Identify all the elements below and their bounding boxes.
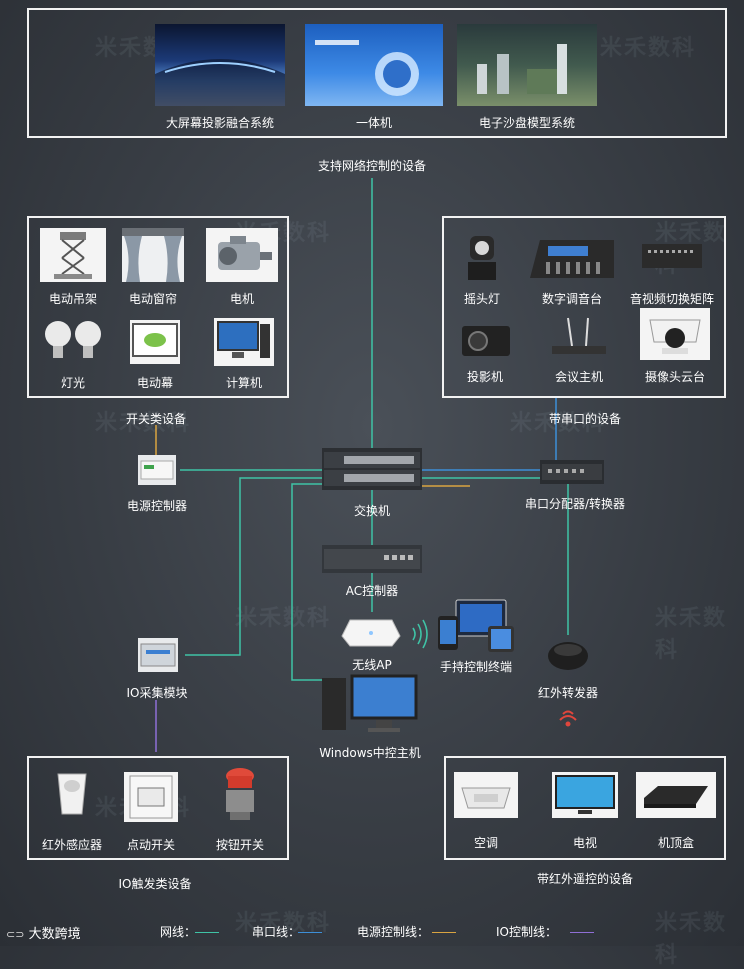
handheld-terminal-image (436, 598, 516, 654)
watermark: 米禾数科 (95, 411, 192, 436)
net-line-io (185, 477, 322, 656)
network-switch-image (322, 448, 422, 490)
wifi-icon (412, 619, 428, 649)
serial-item-label: 会议主机 (554, 370, 603, 384)
ir-group-label: 带红外遥控的设备 (536, 872, 633, 886)
network-group-label: 支持网络控制的设备 (317, 159, 426, 173)
network-item-label: 一体机 (355, 116, 392, 130)
push-switch-image (124, 772, 178, 822)
mixer-image (526, 236, 618, 282)
av-matrix-image (640, 238, 704, 274)
io-item-label: 点动开关 (126, 838, 175, 852)
ir-sensor-image (52, 768, 92, 820)
wireless-ap-label: 无线AP (352, 658, 392, 672)
io-group-label: IO触发类设备 (118, 877, 192, 891)
ir-devices-box (444, 756, 726, 860)
io-module-image (138, 638, 178, 672)
serial-splitter-image (540, 460, 604, 484)
serial-item-label: 数字调音台 (541, 292, 602, 306)
serial-item-label: 摇头灯 (463, 292, 500, 306)
windows-host-image (320, 672, 420, 736)
io-item-label: 红外感应器 (41, 838, 102, 852)
ir-item-label: 机顶盒 (657, 836, 694, 850)
watermark: 米禾数科 (510, 411, 607, 436)
legend-network: 网线： (160, 925, 197, 939)
network-switch-label: 交换机 (353, 504, 390, 518)
ac-controller-label: AC控制器 (345, 584, 399, 598)
air-conditioner-image (454, 772, 518, 818)
light-bulb-icon (40, 316, 106, 366)
network-item-label: 大屏幕投影融合系统 (165, 116, 274, 130)
brand-logo: ⊂⊃ 大数跨境 (6, 923, 81, 942)
ir-signal-icon (559, 710, 577, 727)
ptz-camera-image (640, 308, 710, 360)
all-in-one-image (305, 24, 443, 106)
sand-table-image (457, 24, 597, 106)
switch-devices-box (27, 216, 289, 398)
moving-head-light-image (462, 232, 502, 284)
power-controller-image (138, 455, 176, 485)
ir-forwarder-image (545, 636, 591, 674)
net-line-windows (291, 483, 322, 681)
switch-item-label: 计算机 (225, 376, 262, 390)
ir-item-label: 电视 (572, 836, 597, 850)
ac-controller-image (322, 545, 422, 573)
legend-network-swatch (195, 932, 219, 933)
conference-host-image (548, 314, 610, 358)
motor-image (206, 228, 278, 282)
ir-forwarder-label: 红外转发器 (537, 686, 598, 700)
legend-serial-swatch (298, 932, 322, 933)
serial-item-label: 投影机 (466, 370, 503, 384)
electric-screen-image (130, 320, 180, 364)
switch-item-label: 灯光 (60, 376, 85, 390)
watermark: 米禾数科 (235, 911, 332, 936)
switch-item-label: 电动幕 (136, 376, 173, 390)
network-devices-box (27, 8, 727, 138)
legend-power-swatch (432, 932, 456, 933)
switch-item-label: 电动吊架 (48, 292, 97, 306)
watermark: 米禾数科 (655, 606, 728, 663)
handheld-terminal-label: 手持控制终端 (439, 660, 512, 674)
io-module-label: IO采集模块 (126, 686, 188, 700)
set-top-box-image (636, 772, 716, 818)
io-devices-box (27, 756, 289, 860)
legend-io: IO控制线： (496, 925, 557, 939)
serial-group-label: 带串口的设备 (548, 412, 621, 426)
power-controller-label: 电源控制器 (126, 499, 187, 513)
serial-item-label: 摄像头云台 (644, 370, 705, 384)
brand-name: 大数跨境 (28, 927, 81, 942)
legend-serial: 串口线： (252, 925, 301, 939)
watermark: 米禾数科 (600, 36, 697, 61)
legend-io-swatch (570, 932, 594, 933)
tv-image (552, 772, 618, 818)
network-item-label: 电子沙盘模型系统 (478, 116, 575, 130)
serial-splitter-label: 串口分配器/转换器 (524, 497, 626, 511)
brand-mark-icon: ⊂⊃ (6, 928, 25, 941)
legend-power: 电源控制线： (357, 925, 430, 939)
switch-group-label: 开关类设备 (125, 412, 186, 426)
switch-item-label: 电机 (229, 292, 254, 306)
projector-image (458, 320, 514, 360)
watermark: 米禾数科 (235, 606, 332, 631)
button-switch-image (216, 764, 264, 824)
electric-curtain-image (122, 228, 184, 282)
windows-host-label: Windows中控主机 (319, 746, 421, 760)
serial-devices-box (442, 216, 726, 398)
projection-fusion-image (155, 24, 285, 106)
ir-item-label: 空调 (473, 836, 498, 850)
serial-item-label: 音视频切换矩阵 (629, 292, 714, 306)
io-item-label: 按钮开关 (215, 838, 264, 852)
switch-item-label: 电动窗帘 (128, 292, 177, 306)
electric-hanger-image (40, 228, 106, 282)
computer-image (214, 318, 274, 366)
wireless-ap-image (338, 614, 404, 650)
